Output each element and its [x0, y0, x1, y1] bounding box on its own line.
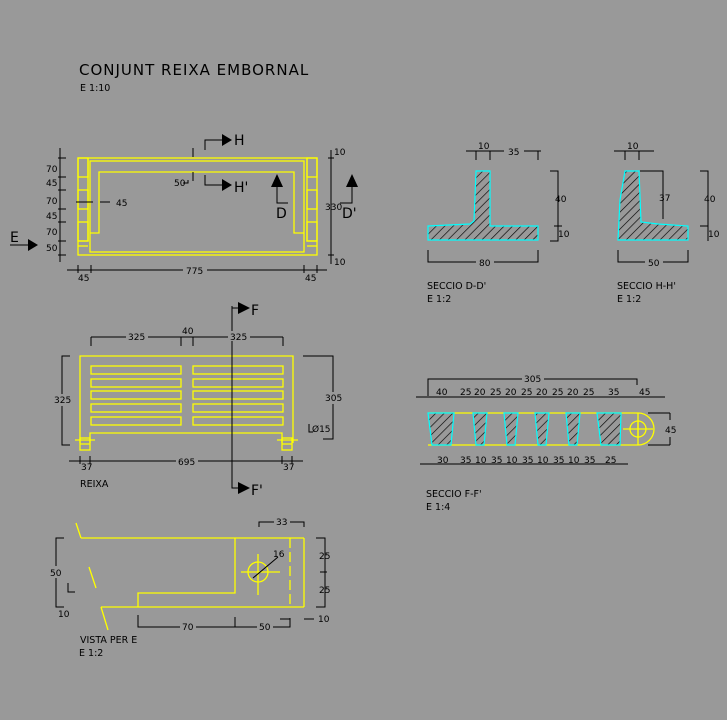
- ff-top-dim: 20: [474, 388, 486, 398]
- dim-bottom-left: 45: [78, 274, 89, 284]
- ff-top-dim: 20: [505, 388, 517, 398]
- ff-bottom-dim: 30: [437, 456, 449, 466]
- dim-left-2: 70: [46, 197, 58, 207]
- ff-top-dim: 25: [460, 388, 471, 398]
- ff-bottom-dim: 10: [506, 456, 518, 466]
- hh-dim-stem: 10: [627, 142, 639, 152]
- section-mark-f-prime: F': [251, 483, 263, 499]
- ff-bottom-dim: 10: [475, 456, 487, 466]
- section-mark-f: F: [251, 303, 259, 319]
- section-f-f: 305 40 25 20 25 20 25 20 25 20 25 35 45 …: [416, 373, 676, 513]
- view-e-dim-right-length: 50: [259, 623, 271, 633]
- dim-left-4: 70: [46, 228, 58, 238]
- section-mark-h: H: [234, 133, 245, 149]
- ff-bottom-dim: 35: [553, 456, 564, 466]
- ff-top-dim: 25: [583, 388, 594, 398]
- grate-label: REIXA: [80, 479, 109, 490]
- dim-length: 775: [186, 267, 203, 277]
- view-e-dim-diameter: 16: [273, 550, 285, 560]
- dd-dim-offset: 35: [508, 148, 519, 158]
- ff-bottom-dim: 10: [537, 456, 549, 466]
- drawing-title: CONJUNT REIXA EMBORNAL: [79, 61, 309, 79]
- dim-inner-offset: 45: [116, 199, 127, 209]
- dd-dim-height: 40: [555, 195, 567, 205]
- section-ff-scale: E 1:4: [426, 502, 450, 513]
- drawing-scale: E 1:10: [80, 83, 110, 94]
- dim-left-1: 45: [46, 179, 57, 189]
- view-e-dim-height: 50: [50, 569, 62, 579]
- ff-top-dim: 20: [567, 388, 579, 398]
- grate-dim-left-height: 325: [54, 396, 71, 406]
- view-e-dim-bottom-half: 25: [319, 586, 330, 596]
- ff-bottom-dim: 35: [522, 456, 533, 466]
- ff-top-dim: 25: [552, 388, 563, 398]
- dim-right-height: 330: [325, 203, 342, 213]
- hh-dim-base: 10: [708, 230, 720, 240]
- dd-dim-base: 10: [558, 230, 570, 240]
- ff-top-dim: 35: [608, 388, 619, 398]
- section-ff-label: SECCIO F-F': [426, 489, 482, 500]
- dim-bottom-right: 45: [305, 274, 316, 284]
- hh-dim-height: 40: [704, 195, 716, 205]
- view-e-dim-edge: 10: [318, 615, 330, 625]
- section-h-h: 10 37 40 10 50 SECCIO H-H' E 1:2: [614, 142, 720, 305]
- ff-bottom-dim: 35: [460, 456, 471, 466]
- grate-view: F F' 325 40 325 325 305 Ø15 695 37 37: [52, 302, 343, 499]
- ff-top-dim: 20: [536, 388, 548, 398]
- dim-right-bottom: 10: [334, 258, 346, 268]
- view-e-dim-top-half: 25: [319, 552, 330, 562]
- section-dd-scale: E 1:2: [427, 294, 451, 305]
- grate-dim-bottom-left: 37: [81, 463, 92, 473]
- dim-left-3: 45: [46, 212, 57, 222]
- view-e: 50 10 33 16 25 25 70 50 10 VISTA PER E E…: [48, 516, 330, 659]
- section-mark-d: D: [276, 206, 287, 222]
- ff-dim-total: 305: [524, 375, 541, 385]
- ff-top-dim: 25: [490, 388, 501, 398]
- section-hh-scale: E 1:2: [617, 294, 641, 305]
- view-e-label: VISTA PER E: [80, 635, 137, 646]
- grate-dim-left: 325: [128, 333, 145, 343]
- dim-left-0: 70: [46, 165, 58, 175]
- grate-pin-diameter: Ø15: [312, 424, 331, 435]
- hh-dim-inner-height: 37: [659, 194, 670, 204]
- section-mark-d-prime: D': [342, 206, 357, 222]
- grate-dim-gap: 40: [182, 327, 194, 337]
- ff-top-dim: 25: [521, 388, 532, 398]
- ff-bottom-dim: 25: [605, 456, 616, 466]
- hh-dim-width: 50: [648, 259, 660, 269]
- plan-view: H H' 50 D D' E 70 45 70 45 70 50: [10, 133, 358, 284]
- ff-dim-height: 45: [665, 426, 676, 436]
- section-dd-label: SECCIO D-D': [427, 281, 486, 292]
- section-mark-e: E: [10, 230, 19, 246]
- section-d-d: 10 35 40 10 80 SECCIO D-D' E 1:2: [427, 142, 570, 305]
- ff-top-dim: 40: [436, 388, 448, 398]
- grate-dim-right-height: 305: [325, 394, 342, 404]
- view-e-dim-bottom-left: 10: [58, 610, 70, 620]
- dd-dim-width: 80: [479, 259, 491, 269]
- grate-dim-length: 695: [178, 458, 195, 468]
- grate-dim-right: 325: [230, 333, 247, 343]
- section-mark-h-prime: H': [234, 180, 248, 196]
- ff-bottom-dim: 35: [584, 456, 595, 466]
- ff-bottom-dim: 10: [568, 456, 580, 466]
- ff-bottom-dim: 35: [491, 456, 502, 466]
- dim-right-top: 10: [334, 148, 346, 158]
- section-hh-label: SECCIO H-H': [617, 281, 676, 292]
- dim-left-5: 50: [46, 244, 58, 254]
- view-e-dim-hole-offset: 33: [276, 518, 287, 528]
- grate-dim-bottom-right: 37: [283, 463, 294, 473]
- ff-top-dim: 45: [639, 388, 650, 398]
- view-e-scale: E 1:2: [79, 648, 103, 659]
- view-e-dim-lower-length: 70: [182, 623, 194, 633]
- dd-dim-stem: 10: [478, 142, 490, 152]
- dim-top-offset: 50: [174, 179, 186, 189]
